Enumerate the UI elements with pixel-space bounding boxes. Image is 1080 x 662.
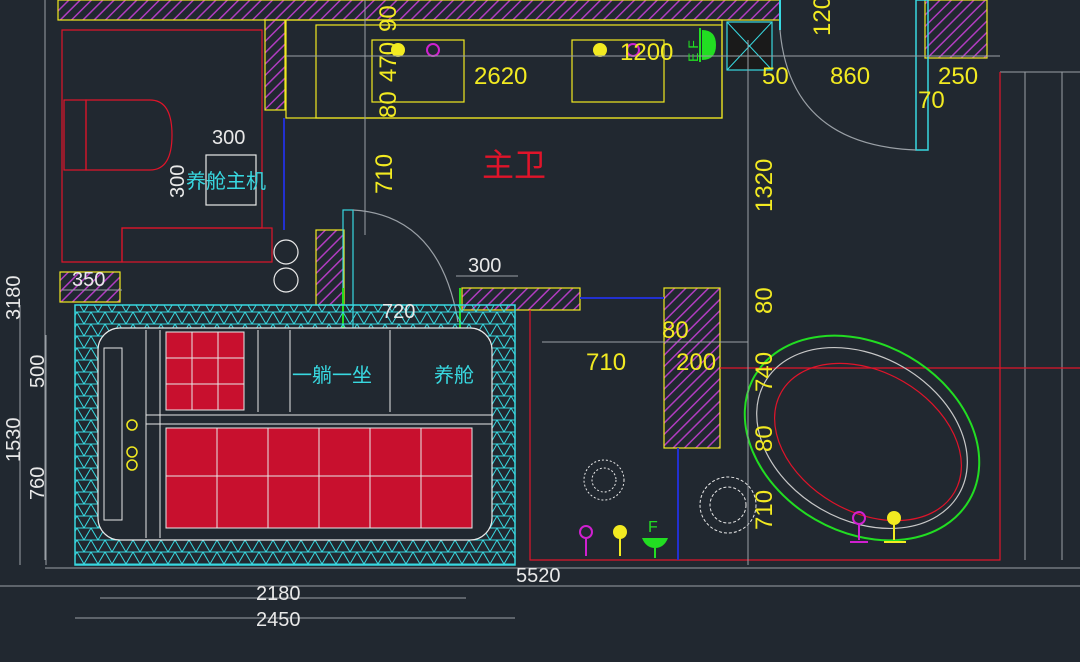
dim-50: 50 (762, 63, 789, 90)
wall-right-upper (915, 0, 929, 151)
frame-lines (0, 0, 1080, 587)
dimension-lines (19, 0, 1000, 619)
dim-90: 90 (375, 5, 402, 32)
label-pod-host: 养舱主机 (186, 169, 266, 193)
label-fixture-ef: E F (685, 40, 701, 62)
dim-80-vanity: 80 (375, 91, 402, 118)
wall-mid-center (315, 229, 345, 306)
label-pod: 养舱 (434, 363, 474, 387)
dim-2620: 2620 (474, 63, 527, 90)
dim-860: 860 (830, 63, 870, 90)
wall-top-right (924, 0, 988, 59)
blue-lines (283, 118, 679, 560)
dim-5520: 5520 (516, 565, 561, 587)
dim-500: 500 (27, 355, 49, 388)
toilet (63, 99, 173, 171)
dim-80-wall-bottom: 80 (751, 425, 778, 452)
pod-host-box (205, 154, 257, 206)
dim-710-tub: 710 (751, 490, 778, 530)
dim-80-wall-top: 80 (751, 287, 778, 314)
dim-250: 250 (938, 63, 978, 90)
dim-740: 740 (751, 352, 778, 392)
dim-1200: 1200 (620, 39, 673, 66)
dim-300-host-w: 300 (212, 127, 245, 149)
dim-720: 720 (382, 301, 415, 323)
pod-area (74, 304, 516, 566)
dim-1530: 1530 (3, 418, 25, 463)
dim-120: 120 (809, 0, 836, 36)
vanity-counter (285, 19, 723, 119)
label-lie-sit: 一躺一坐 (292, 363, 372, 387)
wall-fixture-icon (699, 28, 716, 62)
dim-350: 350 (72, 269, 105, 291)
walls (57, 0, 988, 449)
wall-top-left (57, 0, 781, 21)
wall-ledge-left (59, 271, 121, 303)
dim-2180: 2180 (256, 583, 301, 605)
plant-symbols (583, 459, 757, 534)
wall-mid-left (264, 19, 286, 111)
dim-300-door: 300 (468, 255, 501, 277)
dim-70: 70 (918, 87, 945, 114)
dim-1320: 1320 (751, 159, 778, 212)
dim-3180: 3180 (3, 276, 25, 321)
dim-80-partition: 80 (662, 317, 689, 344)
faucets (391, 43, 640, 57)
dim-710-door: 710 (371, 154, 398, 194)
dim-300-host-h: 300 (167, 165, 189, 198)
red-tile-grid-small (165, 331, 245, 411)
dim-2450: 2450 (256, 609, 301, 631)
tub-fixtures (850, 511, 906, 543)
dim-710-shower: 710 (586, 349, 626, 376)
bathtub (743, 334, 981, 542)
shower-fixtures (579, 525, 668, 558)
wall-partition (663, 287, 721, 449)
label-fixture-f: F (648, 519, 658, 536)
dim-470: 470 (375, 42, 402, 82)
dim-760: 760 (27, 467, 49, 500)
dim-200: 200 (676, 349, 716, 376)
room-label-master-bath: 主卫 (482, 146, 546, 184)
floor-drains (273, 239, 299, 293)
room-outlines (61, 29, 1080, 561)
